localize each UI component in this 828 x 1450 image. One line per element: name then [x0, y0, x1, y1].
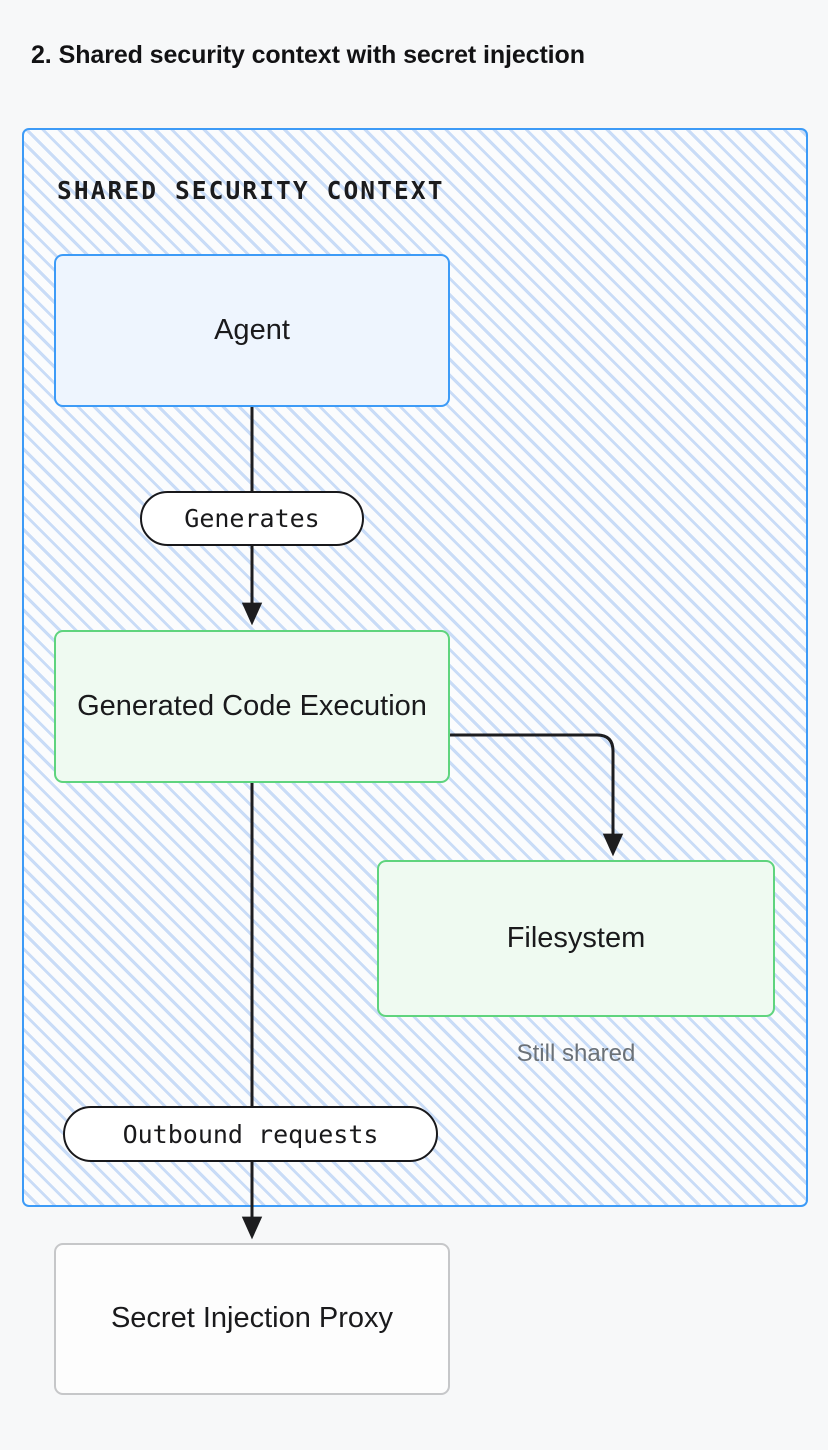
node-secret-injection-proxy[interactable]: Secret Injection Proxy — [54, 1243, 450, 1395]
node-agent-label: Agent — [214, 313, 290, 346]
page-title-text: Shared security context with secret inje… — [58, 41, 585, 69]
edge-label-outbound-requests: Outbound requests — [63, 1106, 438, 1162]
node-filesystem[interactable]: Filesystem — [377, 860, 775, 1017]
filesystem-caption: Still shared — [516, 1040, 636, 1067]
page-title-number: 2. — [31, 41, 52, 69]
node-agent[interactable]: Agent — [54, 254, 450, 407]
page-title: 2.Shared security context with secret in… — [31, 41, 585, 70]
node-secret-injection-proxy-label: Secret Injection Proxy — [110, 1302, 394, 1335]
edge-label-outbound-requests-text: Outbound requests — [122, 1119, 379, 1149]
shared-security-context-label: SHARED SECURITY CONTEXT — [57, 176, 445, 205]
node-filesystem-label: Filesystem — [506, 921, 646, 954]
node-generated-code-execution[interactable]: Generated Code Execution — [54, 630, 450, 783]
edge-label-generates: Generates — [140, 491, 364, 546]
node-generated-code-execution-label: Generated Code Execution — [77, 689, 427, 722]
edge-label-generates-text: Generates — [184, 504, 320, 533]
